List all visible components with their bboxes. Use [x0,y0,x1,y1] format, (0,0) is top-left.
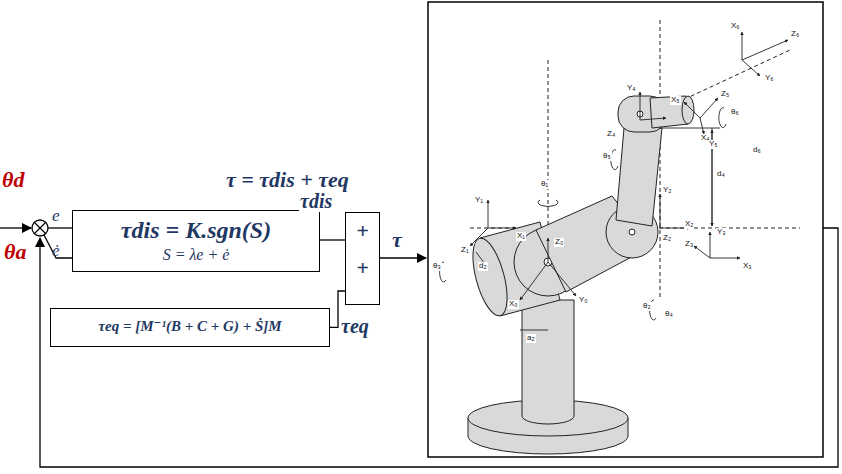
equation: S = λe + ė [83,245,309,265]
frame-label: Y₄ [626,84,637,93]
torque-label: τ = τdis + τeq [226,168,349,192]
frame-label: θ₃ [432,262,442,271]
frame-label: d₄ [716,170,726,179]
frame-label: X₁ [516,232,526,241]
frame-label: X₅ [670,96,681,105]
frame-label: X₀ [508,300,519,309]
frame-label: Z₄ [606,130,616,139]
signal-name: e [52,207,60,226]
sign-symbol: + [348,217,377,246]
frame-label: θ₅ [602,152,612,161]
frame-label: X₃ [742,262,753,271]
summing-junction [32,220,48,236]
sign-symbol: + [348,254,377,283]
junction-cross [34,222,46,234]
frame-label: Z₆ [790,30,800,39]
error-wire [48,227,72,228]
frame-label: Z₀ [554,238,564,247]
frame-label: θ₁ [540,180,549,189]
frame-label: Z₃ [684,240,694,249]
frame-label: Y₃ [716,228,727,237]
frame-label: d₆ [752,146,762,155]
junction-cross [34,222,46,234]
input-arrow [0,227,31,228]
signal-name: ė [52,242,60,261]
edge-label: τeq [340,315,370,337]
signal-name: θa [4,240,26,264]
signal-connector [320,239,345,240]
plant-box [428,2,823,457]
frame-label: Y₂ [662,186,672,195]
frame-label: Y₆ [764,74,775,83]
signal-name: θd [2,168,24,192]
frame-label: Y₁ [474,196,484,205]
frame-label: d₂ [478,262,488,271]
frame-label: θ₂ [642,302,652,311]
robot-arm [466,20,800,454]
coordinate-frames [440,32,788,330]
frame-label: Y₀ [578,296,589,305]
torque-label: τ [392,228,402,252]
equation: τeq = [M⁻¹(B + C + G) + Ṡ]M [61,317,319,336]
frame-label: θ₆ [730,108,740,117]
frame-label: Z₅ [720,90,730,99]
torque-arrow [378,257,426,258]
controller-box: τeq = [M⁻¹(B + C + G) + Ṡ]M [50,308,330,347]
frame-label: Z₁ [460,246,470,255]
frame-label: X₆ [730,22,741,31]
controller-box: τdis = K.sgn(S)S = λe + ė [72,210,320,272]
edge-label: τdis [299,190,333,212]
frame-label: θ₄ [664,310,674,319]
frame-label: Z₂ [662,234,672,243]
frame-label: Y₅ [708,140,719,149]
equation: τdis = K.sgn(S) [83,215,309,245]
frame-label: a₂ [526,334,536,343]
frame-label: X₂ [684,220,694,229]
summing-block: ++ [345,212,380,305]
